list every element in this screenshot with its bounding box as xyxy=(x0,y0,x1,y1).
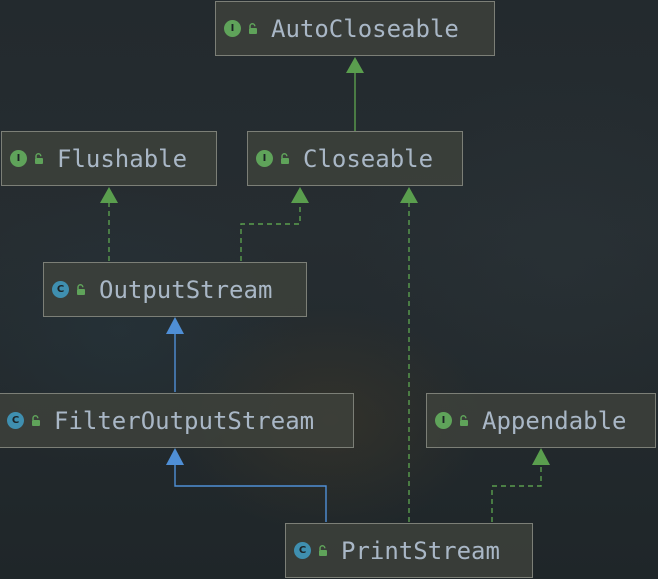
class-icon: C xyxy=(294,542,311,559)
interface-icon: I xyxy=(10,150,27,167)
node-label: PrintStream xyxy=(341,536,500,565)
interface-icon: I xyxy=(256,150,273,167)
edge-printstream-filteroutputstream xyxy=(174,464,327,522)
edge-outputstream-closeable xyxy=(240,202,301,261)
unlocked-public-icon xyxy=(317,544,329,557)
node-label: FilterOutputStream xyxy=(54,406,315,435)
node-filteroutputstream[interactable]: C FilterOutputStream xyxy=(0,393,354,448)
edge-arrowhead xyxy=(346,57,364,73)
unlocked-public-icon xyxy=(247,22,259,35)
node-closeable[interactable]: I Closeable xyxy=(247,131,463,186)
node-label: Appendable xyxy=(482,406,627,435)
edge-arrowhead xyxy=(166,317,184,334)
edge-printstream-appendable xyxy=(491,464,542,522)
node-label: Closeable xyxy=(303,144,434,173)
edge-arrowhead xyxy=(400,187,418,203)
node-printstream[interactable]: C PrintStream xyxy=(285,523,533,578)
node-flushable[interactable]: I Flushable xyxy=(1,131,217,186)
node-label: OutputStream xyxy=(99,275,273,304)
edge-arrowhead xyxy=(100,187,118,203)
unlocked-public-icon xyxy=(458,414,470,427)
class-icon: C xyxy=(52,281,69,298)
node-outputstream[interactable]: C OutputStream xyxy=(43,262,307,317)
node-autocloseable[interactable]: I AutoCloseable xyxy=(215,1,495,56)
unlocked-public-icon xyxy=(75,283,87,296)
unlocked-public-icon xyxy=(33,152,45,165)
unlocked-public-icon xyxy=(279,152,291,165)
class-icon: C xyxy=(7,412,24,429)
node-label: AutoCloseable xyxy=(271,14,459,43)
node-appendable[interactable]: I Appendable xyxy=(426,393,656,448)
edge-arrowhead xyxy=(532,448,550,465)
unlocked-public-icon xyxy=(30,414,42,427)
node-label: Flushable xyxy=(57,144,188,173)
edge-arrowhead xyxy=(291,187,309,203)
edge-arrowhead xyxy=(166,448,184,465)
interface-icon: I xyxy=(224,20,241,37)
interface-icon: I xyxy=(435,412,452,429)
